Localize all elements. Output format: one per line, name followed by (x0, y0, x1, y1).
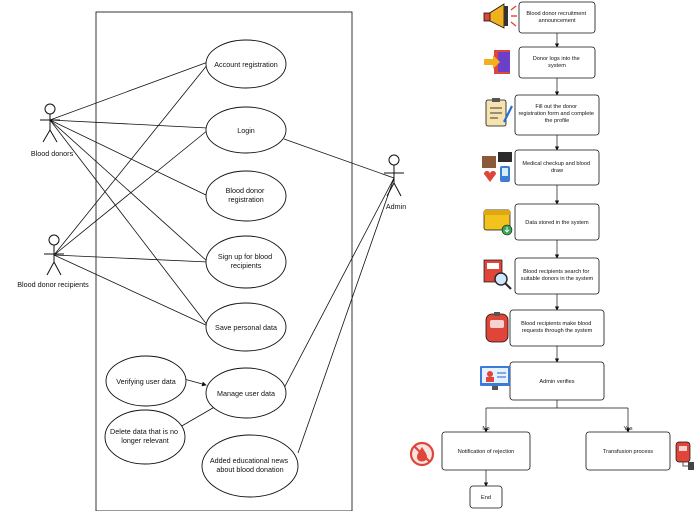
usecase-save-personal-data[interactable] (205, 302, 287, 352)
usecase-blood-donor-registration[interactable] (205, 170, 287, 222)
flow-connectors (483, 33, 631, 487)
flow-no-outcome-label: Notification of rejection (458, 449, 515, 455)
usecase-sign-up-blood-recipients[interactable] (205, 235, 287, 289)
usecase-label-verifying-user-data: Verifying user data (116, 377, 176, 386)
flowchart: Blood donor recruitment announcement Don… (409, 1, 694, 509)
usecase-diagram: Blood donors Blood donor recipients Admi… (17, 11, 406, 511)
usecase-label-blood-donor-registration: Blood donor registration (226, 186, 267, 204)
usecase-delete-data[interactable] (104, 409, 186, 465)
flow-step-recipients-request[interactable] (509, 309, 605, 347)
medical-checkup-icon (482, 152, 512, 182)
usecase-label-delete-data: Delete data that is no longer relevant (110, 427, 180, 445)
usecase-label-sign-up-blood-recipients: Sign up for blood recipients (218, 252, 274, 270)
usecase-login[interactable] (205, 106, 287, 154)
flow-step-data-stored[interactable] (514, 203, 600, 241)
actor-label-blood-donors: Blood donors (31, 149, 74, 158)
flow-step-label-6: Blood recipients make blood requests thr… (521, 321, 593, 334)
form-icon (485, 98, 513, 127)
flow-branch-no-label: No (482, 426, 489, 432)
usecase-label-educational-news: Added educational news about blood donat… (210, 456, 290, 474)
usecase-manage-user-data[interactable] (205, 367, 287, 419)
flow-step-registration-form[interactable] (514, 94, 600, 136)
no-blood-icon (409, 441, 435, 467)
flow-end[interactable] (469, 485, 503, 509)
blood-bag-icon (485, 312, 509, 343)
usecase-label-manage-user-data: Manage user data (217, 389, 275, 398)
usecase-verifying-user-data[interactable] (105, 355, 187, 407)
flow-step-donor-login[interactable] (518, 46, 596, 79)
usecase-label-save-personal-data: Save personal data (215, 323, 277, 332)
actor-label-admin: Admin (386, 202, 406, 211)
megaphone-icon (483, 3, 517, 29)
usecase-account-registration[interactable] (205, 39, 287, 89)
usecase-label-login: Login (237, 126, 255, 135)
flow-step-label-0: Blood donor recruitment announcement (526, 11, 587, 24)
admin-monitor-icon (480, 366, 510, 390)
system-boundary (95, 11, 353, 511)
transfusion-icon (675, 441, 694, 470)
database-icon (483, 209, 513, 236)
flow-step-label-4: Data stored in the system (525, 220, 589, 226)
actor-blood-donors[interactable] (40, 103, 60, 143)
flow-step-label-7: Admin verifies (539, 379, 574, 385)
flow-step-medical-checkup[interactable] (514, 149, 600, 186)
flow-yes-outcome[interactable] (585, 431, 671, 471)
flow-step-label-3: Medical checkup and blood draw (522, 161, 591, 174)
flow-step-label-2: Fill out the donor registration form and… (518, 104, 595, 124)
login-icon (484, 50, 510, 74)
flow-branch-yes-label: Yes (623, 426, 632, 432)
search-icon (483, 259, 512, 290)
include-lines (179, 378, 219, 428)
flow-step-recruitment-announcement[interactable] (518, 1, 596, 34)
usecase-label-account-registration: Account registration (214, 60, 278, 69)
flow-step-label-1: Donor logs into the system (533, 56, 582, 69)
flow-no-outcome[interactable] (441, 431, 531, 471)
association-lines (49, 61, 395, 454)
actor-admin[interactable] (384, 154, 404, 197)
flow-yes-outcome-label: Transfusion process (603, 449, 653, 455)
flow-end-label: End (481, 495, 491, 501)
actor-blood-donor-recipients[interactable] (44, 234, 64, 276)
actor-label-blood-donor-recipients: Blood donor recipients (17, 280, 89, 289)
flow-step-recipients-search[interactable] (514, 257, 600, 295)
usecase-educational-news[interactable] (201, 434, 299, 498)
flow-step-label-5: Blood recipients search for suitable don… (521, 269, 594, 282)
